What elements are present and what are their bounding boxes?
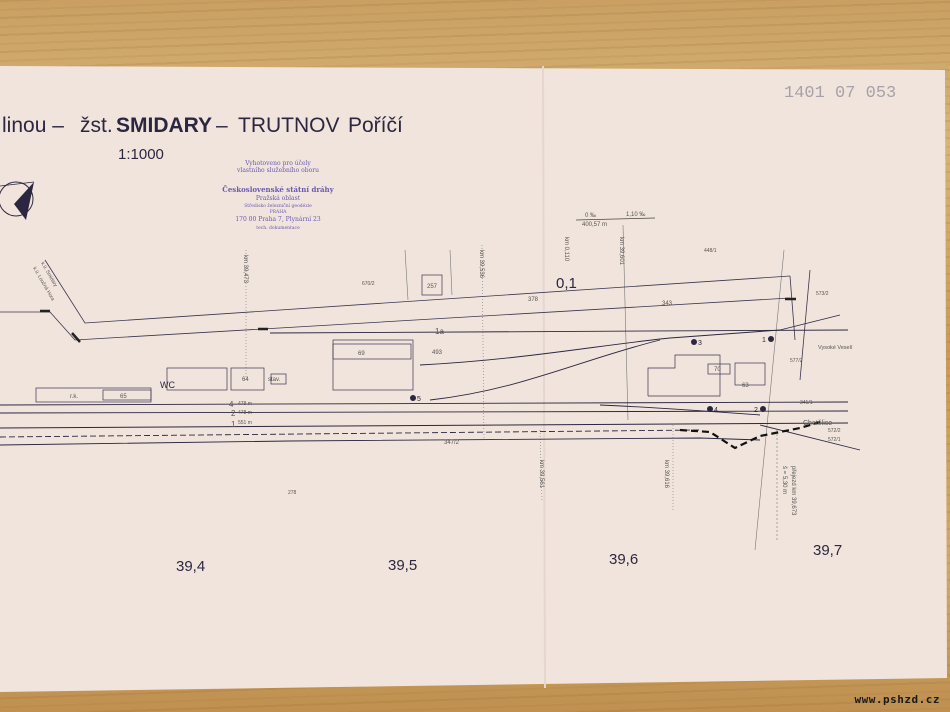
switch-icon <box>707 406 713 412</box>
switch-icon <box>691 339 697 345</box>
north-arrow-icon <box>0 181 35 220</box>
switch-markers: 1 2 3 4 5 <box>410 336 774 414</box>
title-dash: – <box>216 114 228 137</box>
track-label: 1 <box>231 420 236 429</box>
fence-segments <box>40 297 796 343</box>
parcel-label: 378 <box>528 297 539 303</box>
parcel-label: 347/2 <box>444 440 460 446</box>
km-marker: 39,4 <box>176 558 205 575</box>
switch-number: 4 <box>714 407 718 414</box>
map-scale: 1:1000 <box>118 146 164 163</box>
title-prefix: linou – <box>2 114 64 137</box>
km-label: š = 5,30 m <box>781 466 787 494</box>
track-length: 478 m <box>238 410 252 416</box>
official-stamp: Vyhotoveno pro účely vlastního služebníh… <box>222 160 334 231</box>
building-label: 70 <box>714 367 721 373</box>
tracks <box>0 314 861 451</box>
gradient-right: 1,10 ‰ <box>626 212 645 218</box>
switch-number: 3 <box>698 340 702 347</box>
switch-icon <box>410 395 416 401</box>
switch-number: 5 <box>417 396 421 403</box>
stamp-line: vlastního služebního oboru <box>236 167 319 174</box>
km-marker: 39,5 <box>388 557 417 574</box>
gradient-length: 400,57 m <box>582 222 607 228</box>
stamp-line: Vyhotoveno pro účely <box>244 160 311 167</box>
km-point-labels: km 39,473 km 39,536 km 0,110 km 39,601 k… <box>242 237 796 516</box>
km-lines <box>245 224 785 551</box>
switch-number: 1 <box>762 337 766 344</box>
stamp-line: 170 00 Praha 7, Plynární 23 <box>235 216 321 223</box>
branch-km-marker: 0,1 <box>556 275 577 292</box>
track-labels: 1a 4 2 1 478 m 478 m 551 m <box>229 327 444 429</box>
track-length: 478 m <box>238 401 252 407</box>
stamp-line: Pražská oblast <box>256 195 301 202</box>
building-label: stav. <box>268 377 281 383</box>
building-label: 69 <box>358 351 365 357</box>
building-label: 64 <box>242 377 249 383</box>
parcel-label: 670/2 <box>362 281 375 287</box>
km-chainage: 39,4 39,5 39,6 39,7 <box>176 542 842 575</box>
km-label: km 39,561 <box>538 460 544 489</box>
km-label: přejezd km 39,673 <box>790 466 796 516</box>
building-label: WC <box>160 380 175 390</box>
title-station-abbr: žst. <box>80 114 113 137</box>
stamp-line: Středisko železniční geodézie <box>244 202 312 209</box>
parcel-label: 572/2 <box>828 428 841 434</box>
parcel-label: 493 <box>432 350 443 356</box>
km-label: km 39,601 <box>618 237 624 266</box>
parcel-label: 343 <box>662 301 673 307</box>
stamp-line: Československé státní dráhy <box>222 185 334 194</box>
km-label: km 0,110 <box>563 237 569 262</box>
title-destination-part: Poříčí <box>348 114 403 137</box>
km-label: km 39,616 <box>663 460 669 489</box>
building-label: 65 <box>120 394 127 400</box>
building-label: r.k. <box>70 394 78 400</box>
parcel-label: 572/1 <box>828 437 841 443</box>
paper-fold <box>542 65 546 689</box>
track-length: 551 m <box>238 420 252 426</box>
km-label: km 39,473 <box>242 255 248 284</box>
parcel-label: 341/1 <box>800 400 813 406</box>
stamp-line: PRAHA <box>270 209 288 215</box>
platform-edge <box>679 420 821 450</box>
km-marker: 39,6 <box>609 551 638 568</box>
gradient-left: 0 ‰ <box>585 213 596 219</box>
track-label: 4 <box>229 400 234 409</box>
switch-icon <box>768 336 774 342</box>
parcel-label: 278 <box>288 490 297 496</box>
km-marker: 39,7 <box>813 542 842 559</box>
parcel-label: 573/2 <box>816 291 829 297</box>
buildings <box>35 274 766 403</box>
title-station: SMIDARY <box>116 114 212 137</box>
track-label: 1a <box>435 327 444 336</box>
gradient-indicator: 0 ‰ 1,10 ‰ 400,57 m <box>575 212 656 228</box>
km-label: km 39,536 <box>478 250 484 279</box>
place-vysoke-veseli: Vysoké Veselí <box>818 345 853 351</box>
paper-sheet <box>0 66 947 692</box>
building-label: 63 <box>742 383 749 389</box>
place-chotelice: Chotělice <box>803 420 832 427</box>
website-watermark: www.pshzd.cz <box>854 693 940 706</box>
building-labels: WC stav. r.k. 64 65 69 257 63 70 493 378… <box>70 248 841 496</box>
building-label: 257 <box>427 284 438 290</box>
stamp-line: tech. dokumentace <box>256 225 300 231</box>
document-number: 1401 07 053 <box>784 84 896 103</box>
track-label: 2 <box>231 409 236 418</box>
parcel-label: 448/1 <box>704 248 717 254</box>
switch-icon <box>760 406 766 412</box>
title-destination: TRUTNOV <box>238 114 340 137</box>
boundary-lines <box>0 259 811 381</box>
switch-number: 2 <box>754 407 758 414</box>
parcel-label: 577/2 <box>790 358 803 364</box>
